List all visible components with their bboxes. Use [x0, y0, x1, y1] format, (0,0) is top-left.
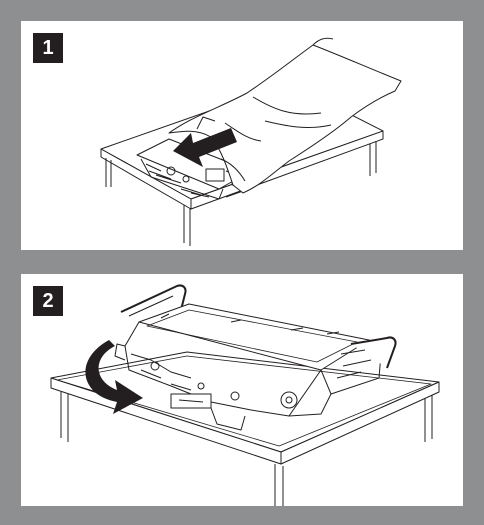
rotate-arrow-icon	[85, 340, 143, 414]
step-1-panel: 1	[21, 21, 463, 250]
table	[50, 351, 440, 506]
belt-unit	[114, 284, 397, 431]
plastic-bag	[168, 37, 402, 194]
step-1-badge: 1	[33, 33, 63, 63]
step-2-badge: 2	[33, 286, 63, 316]
step-1-illustration	[100, 37, 402, 246]
arrow-icon	[173, 128, 237, 167]
step-2-illustration	[50, 284, 440, 506]
step-2-panel: 2	[21, 274, 463, 506]
